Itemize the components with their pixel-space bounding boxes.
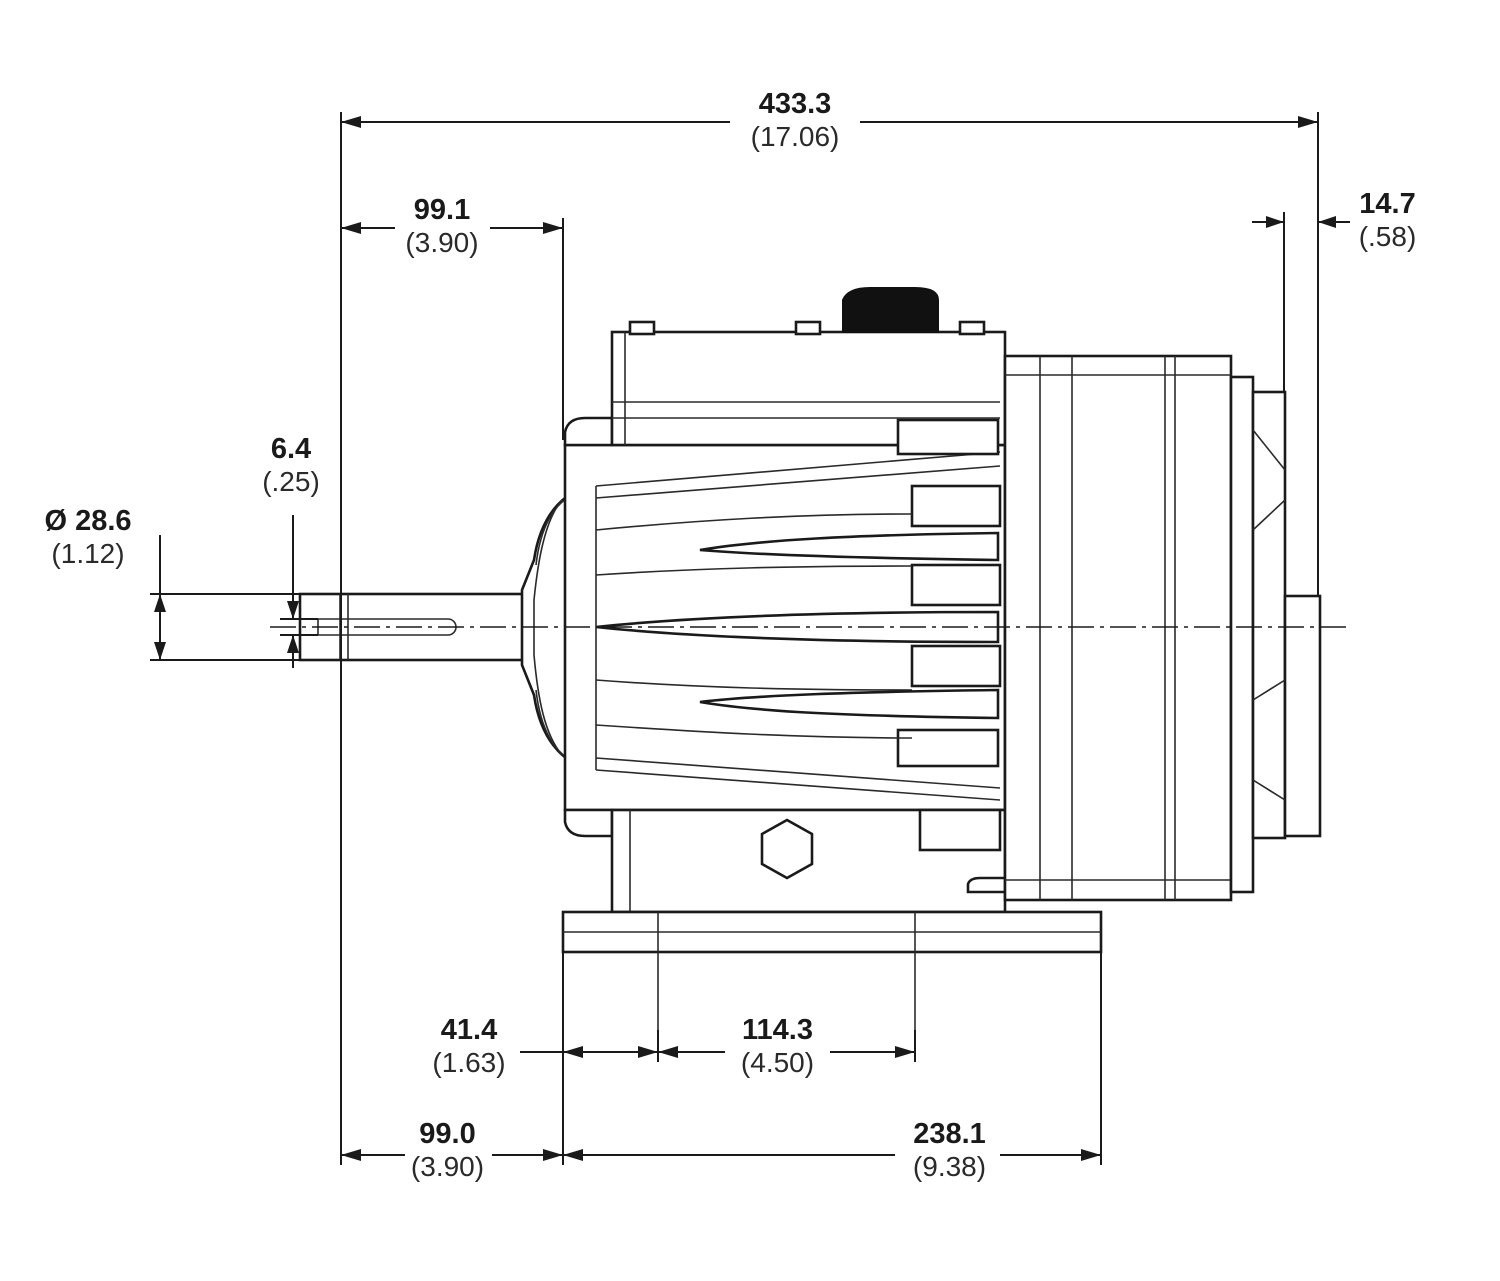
dim-rear-projection: 14.7 (.58) xyxy=(1345,188,1430,254)
dim-shaft-diameter: Ø 28.6 (1.12) xyxy=(28,505,148,571)
dim-foot-offset: 41.4 (1.63) xyxy=(420,1014,518,1080)
dim-shaft-to-foot: 99.0 (3.90) xyxy=(400,1118,495,1184)
dim-mm: 99.1 xyxy=(413,194,471,226)
dim-in: (.58) xyxy=(1358,221,1417,253)
dim-in: (17.06) xyxy=(750,121,840,153)
mounting-base xyxy=(561,910,1103,1030)
dim-mounting-hole-spacing: 114.3 (4.50) xyxy=(725,1014,830,1080)
dim-in: (3.90) xyxy=(410,1151,485,1183)
dim-in: (4.50) xyxy=(740,1047,815,1079)
dim-mm: 433.3 xyxy=(758,88,832,120)
dim-in: (1.63) xyxy=(432,1047,506,1079)
drain-plug-hex xyxy=(760,818,814,880)
rear-end-bell xyxy=(1003,354,1322,902)
dim-in: (9.38) xyxy=(912,1151,987,1183)
dim-mm: 114.3 xyxy=(742,1014,813,1046)
keyway-slot xyxy=(317,618,457,636)
dim-mm: 41.4 xyxy=(440,1014,498,1046)
dim-in: (.25) xyxy=(262,466,320,498)
dim-foot-length: 238.1 (9.38) xyxy=(897,1118,1002,1184)
dim-in: (3.90) xyxy=(405,227,479,259)
dim-mm: 14.7 xyxy=(1359,188,1416,220)
dim-mm: 238.1 xyxy=(913,1118,986,1150)
dim-mm: 99.0 xyxy=(419,1118,476,1150)
dim-overall-length: 433.3 (17.06) xyxy=(735,88,855,154)
dim-in: (1.12) xyxy=(51,538,125,570)
conduit-cap xyxy=(842,287,939,333)
dimension-lines xyxy=(154,116,1350,1161)
dim-shaft-extension: 99.1 (3.90) xyxy=(392,194,492,260)
dim-mm: 6.4 xyxy=(270,433,312,465)
dim-keyway: 6.4 (.25) xyxy=(248,433,334,499)
extension-lines xyxy=(150,112,1319,1165)
dim-mm: Ø 28.6 xyxy=(44,505,132,537)
